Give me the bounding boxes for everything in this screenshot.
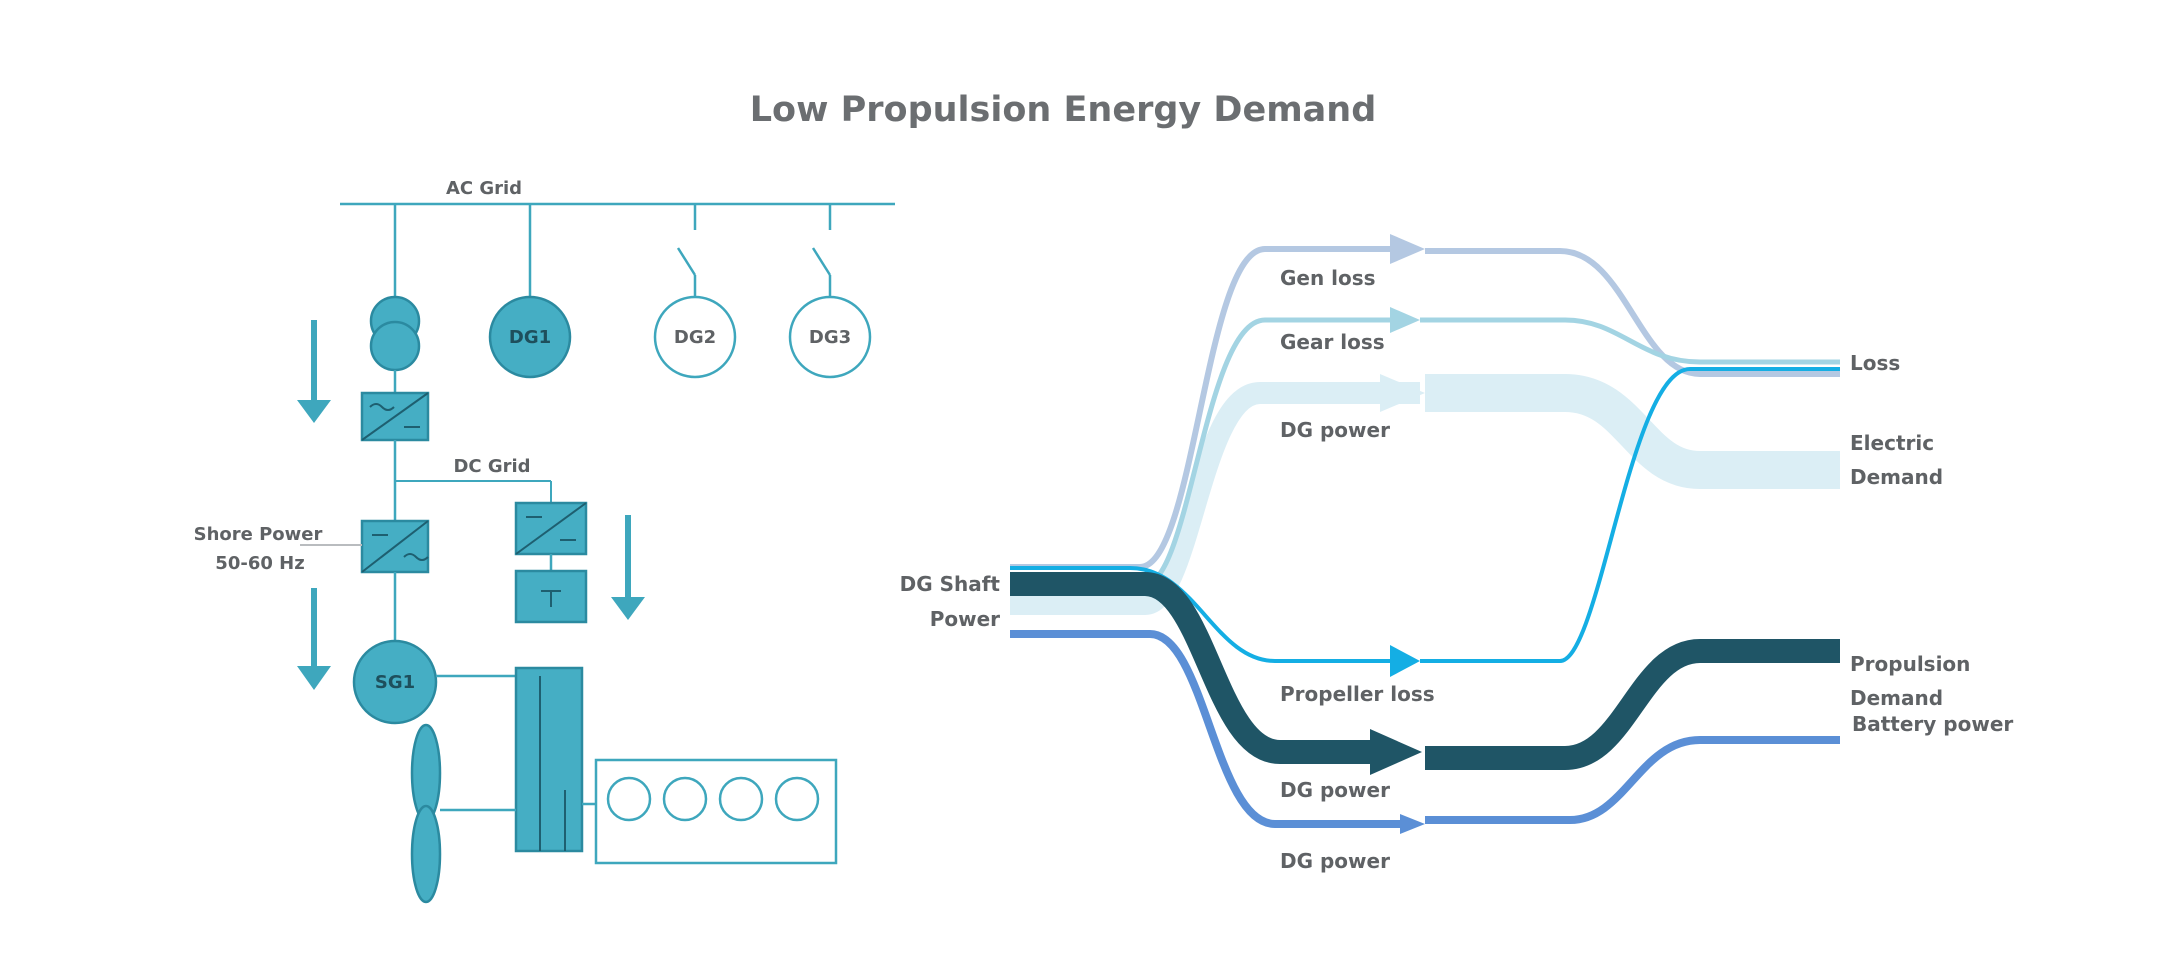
dg3-generator-icon [788, 295, 872, 379]
flow-arrow-down-icon [611, 515, 645, 620]
flow-battery-power [1010, 630, 1840, 834]
electric-demand-label: Electric [1850, 431, 1934, 455]
flow-gear-loss [1010, 307, 1840, 587]
dc-grid-label: DC Grid [453, 456, 530, 477]
loss-label: Loss [1850, 351, 1900, 375]
dg1-label: DG1 [509, 327, 551, 348]
gearbox-icon [514, 666, 584, 853]
source-label: DG Shaft [900, 572, 1001, 596]
sg1-label: SG1 [375, 672, 415, 693]
gen-loss-label: Gen loss [1280, 266, 1376, 290]
dc-ac-converter-icon [360, 519, 430, 574]
flow-arrow-down-icon [297, 320, 331, 423]
dg1-generator-icon [488, 295, 572, 379]
dg-power-electric-label: DG power [1280, 418, 1390, 442]
dg2-generator-icon [653, 295, 737, 379]
sg1-generator-icon [352, 639, 438, 725]
battery-icon [514, 569, 588, 624]
flow-propeller-loss [1010, 367, 1840, 677]
dg2-breaker-icon [676, 204, 697, 297]
flow-arrow-down-icon [297, 588, 331, 690]
dg2-label: DG2 [674, 327, 716, 348]
propulsion-demand-label: Propulsion [1850, 652, 1970, 676]
power-schematic: AC Grid DC Grid Shore Power 50-60 [194, 178, 895, 904]
dg3-label: DG3 [809, 327, 851, 348]
flow-dg-power-propulsion [1010, 572, 1840, 775]
gear-loss-label: Gear loss [1280, 330, 1385, 354]
transformer-icon [369, 295, 421, 372]
figure-title: Low Propulsion Energy Demand [750, 90, 1377, 130]
propeller-icon [410, 723, 442, 904]
ac-dc-converter-icon [360, 391, 430, 442]
ac-grid-label: AC Grid [446, 178, 522, 199]
battery-power-label: Battery power [1852, 712, 2013, 736]
dg3-breaker-icon [811, 204, 832, 297]
shore-power-label: Shore Power [194, 524, 323, 545]
dg-power-battery-label: DG power [1280, 849, 1390, 873]
propulsion-demand-label-line2: Demand [1850, 686, 1943, 710]
dc-dc-converter-icon [514, 501, 588, 556]
engine-icon [594, 758, 838, 865]
electric-demand-label-line2: Demand [1850, 465, 1943, 489]
dg-power-propulsion-label: DG power [1280, 778, 1390, 802]
propeller-loss-label: Propeller loss [1280, 682, 1435, 706]
source-label-line2: Power [930, 607, 1000, 631]
energy-flow-sankey: DG Shaft Power Gen loss Gear loss DG pow… [900, 234, 2013, 873]
shore-power-frequency-label: 50-60 Hz [215, 553, 304, 574]
